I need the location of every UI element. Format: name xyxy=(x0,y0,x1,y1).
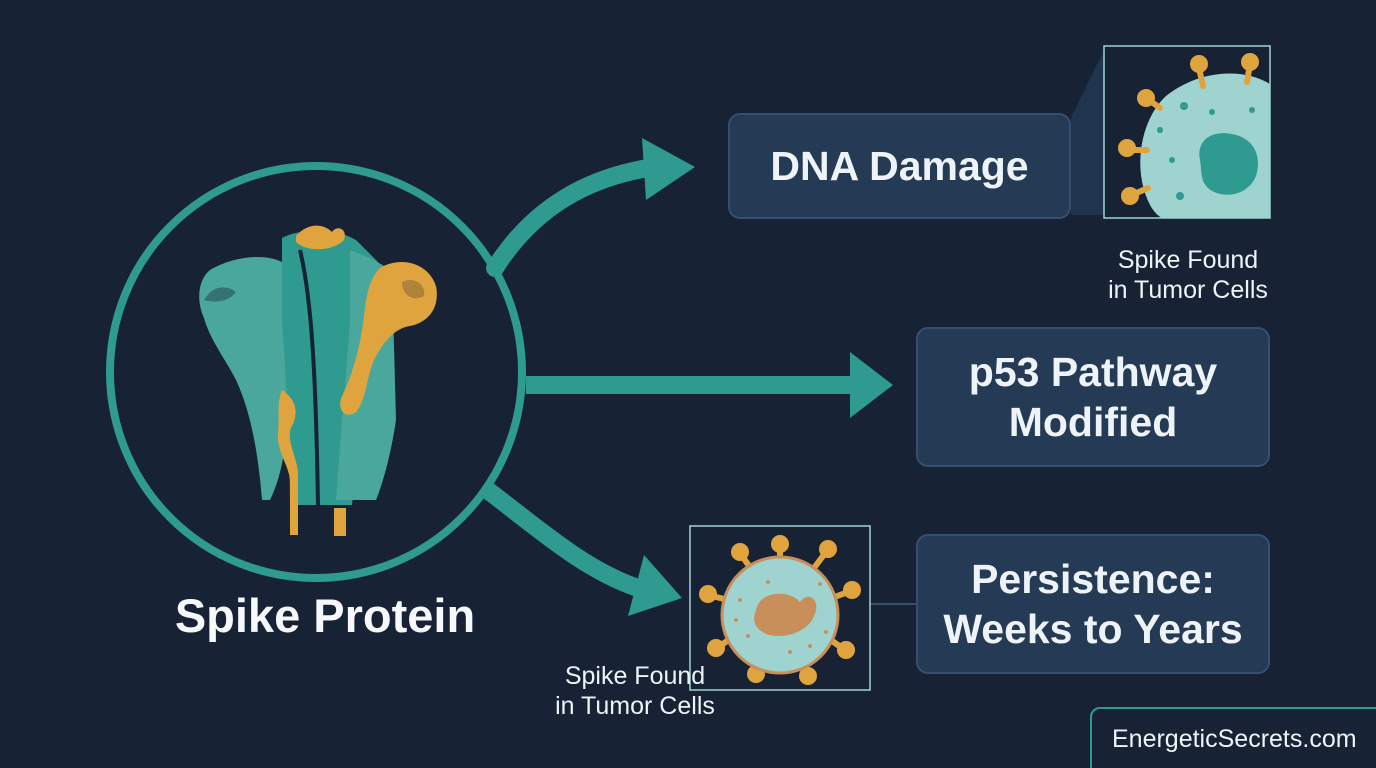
spike-protein-circle xyxy=(106,162,526,582)
effect-label: Persistence: xyxy=(971,556,1215,602)
arrow-to-tumor-cell xyxy=(481,483,682,616)
cell-inset-top xyxy=(1103,45,1271,219)
effect-label: Weeks to Years xyxy=(943,606,1243,652)
caption-line: in Tumor Cells xyxy=(1108,276,1268,304)
effect-label: DNA Damage xyxy=(770,143,1029,189)
arrow-to-dna-damage xyxy=(486,138,695,277)
caption-line: Spike Found xyxy=(1117,246,1259,274)
tumor-cell-inset xyxy=(689,525,871,691)
effect-box-dna-damage: DNA Damage xyxy=(728,113,1071,219)
effect-label: p53 Pathway xyxy=(968,349,1218,395)
spike-protein-icon xyxy=(199,225,437,536)
callout-wedge xyxy=(1071,50,1104,215)
caption-line: Spike Found xyxy=(564,662,706,690)
center-label: Spike Protein xyxy=(174,589,476,642)
effect-box-persistence: Persistence: Weeks to Years xyxy=(916,534,1270,674)
caption-line: in Tumor Cells xyxy=(555,692,715,720)
arrow-to-p53-pathway xyxy=(526,352,893,418)
inset-caption-top: Spike Found in Tumor Cells xyxy=(1098,245,1278,305)
effect-box-p53-pathway: p53 Pathway Modified xyxy=(916,327,1270,467)
effect-label: Modified xyxy=(1008,399,1178,445)
inset-caption-bottom: Spike Found in Tumor Cells xyxy=(540,661,730,721)
watermark: EnergeticSecrets.com xyxy=(1090,707,1376,768)
